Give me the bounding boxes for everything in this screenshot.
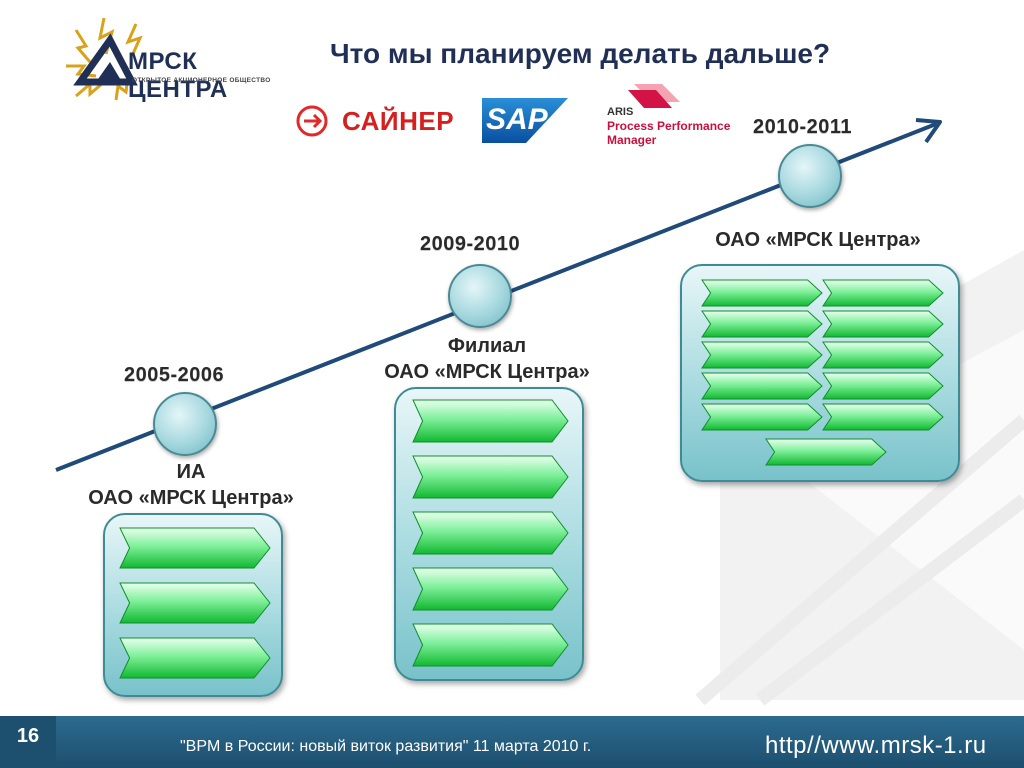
sainer-logo: САЙНЕР (294, 102, 454, 140)
stage-1-arrow (119, 637, 271, 679)
stage-2-node (448, 264, 512, 328)
stage-3-arrow (701, 310, 823, 338)
stage-2-period: 2009-2010 (420, 233, 521, 255)
company-logo: МРСК ЦЕНТРА ОТКРЫТОЕ АКЦИОНЕРНОЕ ОБЩЕСТВ… (56, 10, 276, 106)
footer-caption: "BPM в России: новый виток развития" 11 … (180, 738, 592, 755)
stage-3-arrow (701, 372, 823, 400)
stage-2-label-line2: ОАО «МРСК Центра» (384, 361, 590, 383)
aris-title: ARIS (607, 106, 634, 118)
stage-3-period: 2010-2011 (753, 116, 853, 138)
footer-bar (0, 716, 1024, 768)
stage-3-arrow (701, 279, 823, 307)
stage-3-label-line1: ОАО «МРСК Центра» (715, 229, 921, 251)
sainer-text: САЙНЕР (342, 106, 455, 136)
stage-3-node (778, 144, 842, 208)
logo-subtitle: ОТКРЫТОЕ АКЦИОНЕРНОЕ ОБЩЕСТВО (132, 77, 271, 84)
stage-2-label-line1: Филиал (447, 335, 527, 357)
footer-url[interactable]: http//www.mrsk-1.ru (765, 732, 987, 759)
logo-emblem (66, 17, 143, 101)
stage-1-arrow (119, 582, 271, 624)
stage-2-arrow (412, 623, 569, 667)
stage-1-node (153, 392, 217, 456)
stage-2-arrow (412, 511, 569, 555)
stage-3-arrow (822, 279, 944, 307)
stage-2-arrow (412, 455, 569, 499)
stage-3-arrow (701, 341, 823, 369)
sap-logo: SAP (482, 98, 568, 143)
aris-icon (628, 84, 680, 108)
page-number: 16 (0, 716, 56, 768)
slide-title: Что мы планируем делать дальше? (330, 38, 831, 69)
stage-1-arrow (119, 527, 271, 569)
sap-shape (482, 98, 568, 143)
stage-3-arrow (701, 403, 823, 431)
logo-name: МРСК ЦЕНТРА (128, 48, 228, 103)
stage-3-arrow (765, 438, 887, 466)
stage-2-arrow (412, 567, 569, 611)
sainer-icon (296, 105, 328, 137)
stage-3-arrow (822, 403, 944, 431)
aris-line3: Manager (607, 133, 657, 147)
aris-logo: ARIS Process Performance Manager (604, 82, 738, 148)
stage-2-arrow (412, 399, 569, 443)
stage-3-arrow (822, 372, 944, 400)
stage-3-arrow (822, 310, 944, 338)
sap-text: SAP (486, 103, 548, 136)
stage-1-label-line1: ИА (176, 461, 206, 483)
aris-line2: Process Performance (607, 119, 731, 133)
stage-1-label-line2: ОАО «МРСК Центра» (88, 487, 294, 509)
stage-3-arrow (822, 341, 944, 369)
stage-1-period: 2005-2006 (124, 364, 225, 386)
